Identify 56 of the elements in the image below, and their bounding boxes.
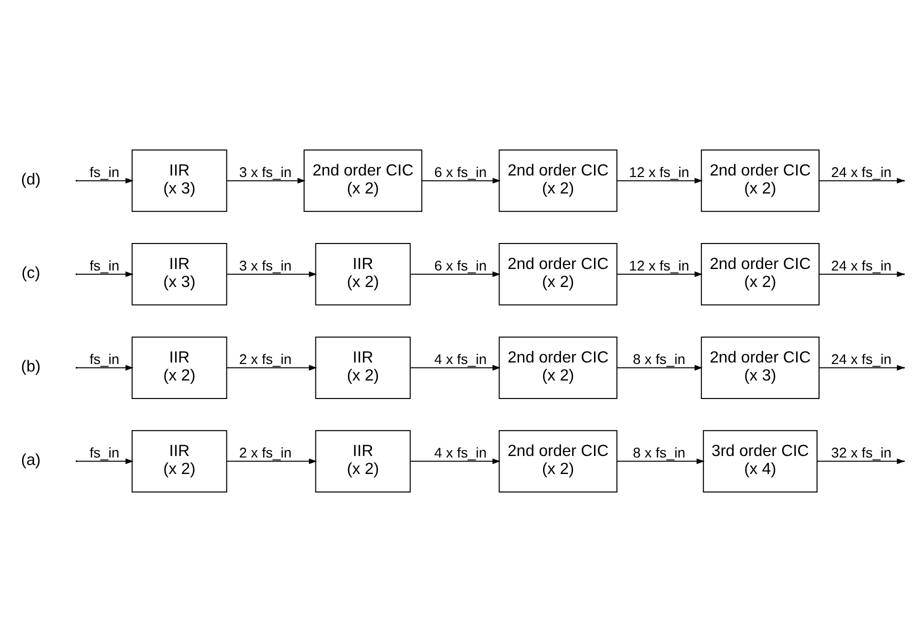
edge-label: 12 x fs_in xyxy=(629,256,690,273)
arrow xyxy=(76,364,134,370)
node-box: 2nd order CIC (x 2) xyxy=(498,336,618,398)
label: (b) xyxy=(21,357,41,376)
arrow xyxy=(76,177,134,184)
node-box: IIR (x 2) xyxy=(132,336,228,398)
edge-label: 2 x fs_in xyxy=(239,350,292,366)
edge-label: 24 x fs_in xyxy=(831,350,892,366)
arrow xyxy=(226,364,317,370)
edge-label: 32 x fs_in xyxy=(831,444,892,460)
edge-label: 12 x fs_in xyxy=(629,163,690,180)
arrow xyxy=(226,458,317,464)
arrow xyxy=(410,270,501,277)
node-box: IIR (x 2) xyxy=(315,336,411,398)
node-box: 2nd order CIC (x 2) xyxy=(304,149,422,212)
node-box: IIR (x 2) xyxy=(315,242,411,305)
arrow xyxy=(616,177,703,184)
node-box: IIR (x 3) xyxy=(132,242,228,305)
label: (d) xyxy=(21,170,41,188)
edge-label: 8 x fs_in xyxy=(632,444,686,460)
arrow xyxy=(226,270,317,277)
arrow xyxy=(226,177,306,184)
edge-label: 3 x fs_in xyxy=(239,256,292,273)
edge-label: 3 x fs_in xyxy=(239,163,292,180)
arrow xyxy=(422,177,501,184)
node-box: 2nd order CIC (x 2) xyxy=(498,242,618,305)
node-box: 2nd order CIC (x 2) xyxy=(498,430,618,492)
label: (a) xyxy=(21,450,41,469)
arrow xyxy=(410,364,501,370)
edge-label: 2 x fs_in xyxy=(239,444,292,460)
arrow xyxy=(616,270,703,277)
edge-label: 4 x fs_in xyxy=(434,350,487,366)
edge-label: fs_in xyxy=(90,350,120,366)
edge-label: fs_in xyxy=(90,444,120,460)
arrow xyxy=(410,458,501,464)
edge-label: 4 x fs_in xyxy=(434,444,487,460)
edge-label: fs_in xyxy=(90,256,120,273)
arrow xyxy=(616,364,703,370)
node-box: IIR (x 2) xyxy=(315,430,411,492)
label: (c) xyxy=(21,264,40,282)
node-box: IIR (x 3) xyxy=(132,149,228,212)
arrow xyxy=(616,458,705,464)
edge-label: 24 x fs_in xyxy=(831,163,892,180)
edge-label: 6 x fs_in xyxy=(434,256,487,273)
node-box: 2nd order CIC (x 2) xyxy=(498,149,618,212)
arrow xyxy=(76,270,134,277)
node-box: 2nd order CIC (x 2) xyxy=(700,242,820,305)
node-box: 3rd order CIC (x 4) xyxy=(702,430,818,492)
node-box: IIR (x 2) xyxy=(132,430,228,492)
edge-label: 6 x fs_in xyxy=(434,163,487,180)
edge-label: 8 x fs_in xyxy=(632,350,686,366)
edge-label: fs_in xyxy=(90,163,120,180)
arrow xyxy=(76,458,134,464)
node-box: 2nd order CIC (x 2) xyxy=(700,149,820,212)
edge-label: 24 x fs_in xyxy=(831,256,892,273)
node-box: 2nd order CIC (x 3) xyxy=(700,336,820,398)
